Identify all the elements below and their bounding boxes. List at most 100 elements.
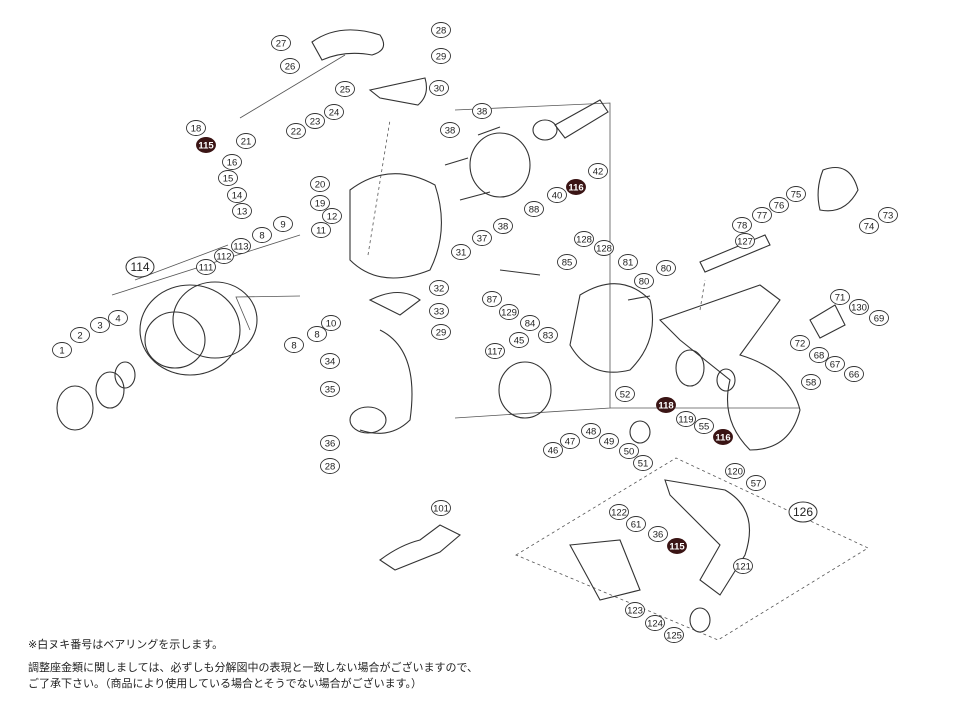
callout-number: 9 [280,219,285,230]
callout-bubble [232,203,252,219]
callout-bubble [236,133,256,149]
callout-bubble [633,455,653,471]
callout-bubble [735,233,755,249]
callout-bubble [305,113,325,129]
part-callout-84: 84 [520,315,540,331]
shaft-80 [627,295,651,301]
drag-washer-2 [114,361,136,389]
callout-bubble [615,386,635,402]
callout-number: 50 [624,446,635,457]
handle-cap [689,607,711,633]
callout-bubble [557,254,577,270]
part-callout-118: 118 [656,397,676,413]
callout-number: 129 [501,307,517,318]
callout-bubble [320,381,340,397]
part-callout-116: 116 [713,429,733,445]
part-callout-11: 11 [311,222,331,238]
part-callout-12: 12 [322,208,342,224]
drag-washer [95,371,125,409]
part-callout-119: 119 [676,411,696,427]
bearing-callout-bubble [713,429,733,445]
callout-number: 8 [259,230,264,241]
part-callout-19: 19 [310,195,330,211]
callout-number: 68 [814,350,825,361]
callout-bubble [218,170,238,186]
part-callout-52: 52 [615,386,635,402]
callout-bubble [222,154,242,170]
part-callout-3: 3 [90,317,110,333]
handle-arm [664,479,751,596]
callout-number: 32 [434,283,445,294]
callout-number: 118 [658,400,673,411]
callout-bubble [725,463,745,479]
body-cover [817,166,859,212]
callout-bubble [310,195,330,211]
bearing-callout-bubble [196,137,216,153]
main-gear [675,349,705,387]
callout-bubble [609,504,629,520]
part-callout-10: 10 [321,315,341,331]
callout-bubble [634,273,654,289]
part-callout-25: 25 [335,81,355,97]
callout-number: 55 [699,421,710,432]
callout-bubble [830,289,850,305]
part-callout-125: 125 [664,627,684,643]
callout-bubble [429,80,449,96]
part-callout-115: 115 [196,137,216,153]
part-callout-22: 22 [286,123,306,139]
rotor-gear [629,420,651,444]
assembly-line [239,54,346,119]
callout-number: 37 [477,233,488,244]
callout-number: 49 [604,436,615,447]
callout-bubble [324,104,344,120]
part-callout-34: 34 [320,353,340,369]
handle-knob [569,539,641,601]
part-callout-58: 58 [801,374,821,390]
callout-number: 61 [631,519,642,530]
callout-number: 13 [237,206,248,217]
callout-bubble [809,347,829,363]
part-callout-46: 46 [543,442,563,458]
callout-number: 52 [620,389,631,400]
callout-number: 69 [874,313,885,324]
callout-number: 112 [216,251,231,262]
callout-bubble [656,260,676,276]
callout-bubble [664,627,684,643]
callout-number: 18 [191,123,202,134]
callout-number: 73 [883,210,894,221]
callout-bubble [524,201,544,217]
callout-number: 8 [291,340,296,351]
callout-bubble [429,280,449,296]
callout-bubble [849,299,869,315]
callout-number: 22 [291,126,302,137]
callout-bubble [280,58,300,74]
part-callout-30: 30 [429,80,449,96]
callout-bubble [520,315,540,331]
part-callout-47: 47 [560,433,580,449]
part-callout-81: 81 [618,254,638,270]
part-callout-48: 48 [581,423,601,439]
callout-number: 29 [436,51,447,62]
callout-bubble [252,227,272,243]
part-callout-80: 80 [634,273,654,289]
callout-number: 113 [233,241,248,252]
part-callout-13: 13 [232,203,252,219]
callout-bubble [574,231,594,247]
callout-number: 74 [864,221,875,232]
callout-number: 20 [315,179,326,190]
callout-bubble [825,356,845,372]
gear-box [569,283,654,373]
part-callout-45: 45 [509,332,529,348]
part-callout-8: 8 [284,337,304,353]
part-callout-38: 38 [472,103,492,119]
callout-bubble [676,411,696,427]
callout-bubble [431,22,451,38]
callout-number: 28 [436,25,447,36]
callout-bubble [618,254,638,270]
callout-bubble [648,526,668,542]
part-callout-36: 36 [648,526,668,542]
group-callout-126: 126 [788,501,818,523]
part-callout-38: 38 [493,218,513,234]
callout-bubble [581,423,601,439]
callout-number: 10 [326,318,337,329]
